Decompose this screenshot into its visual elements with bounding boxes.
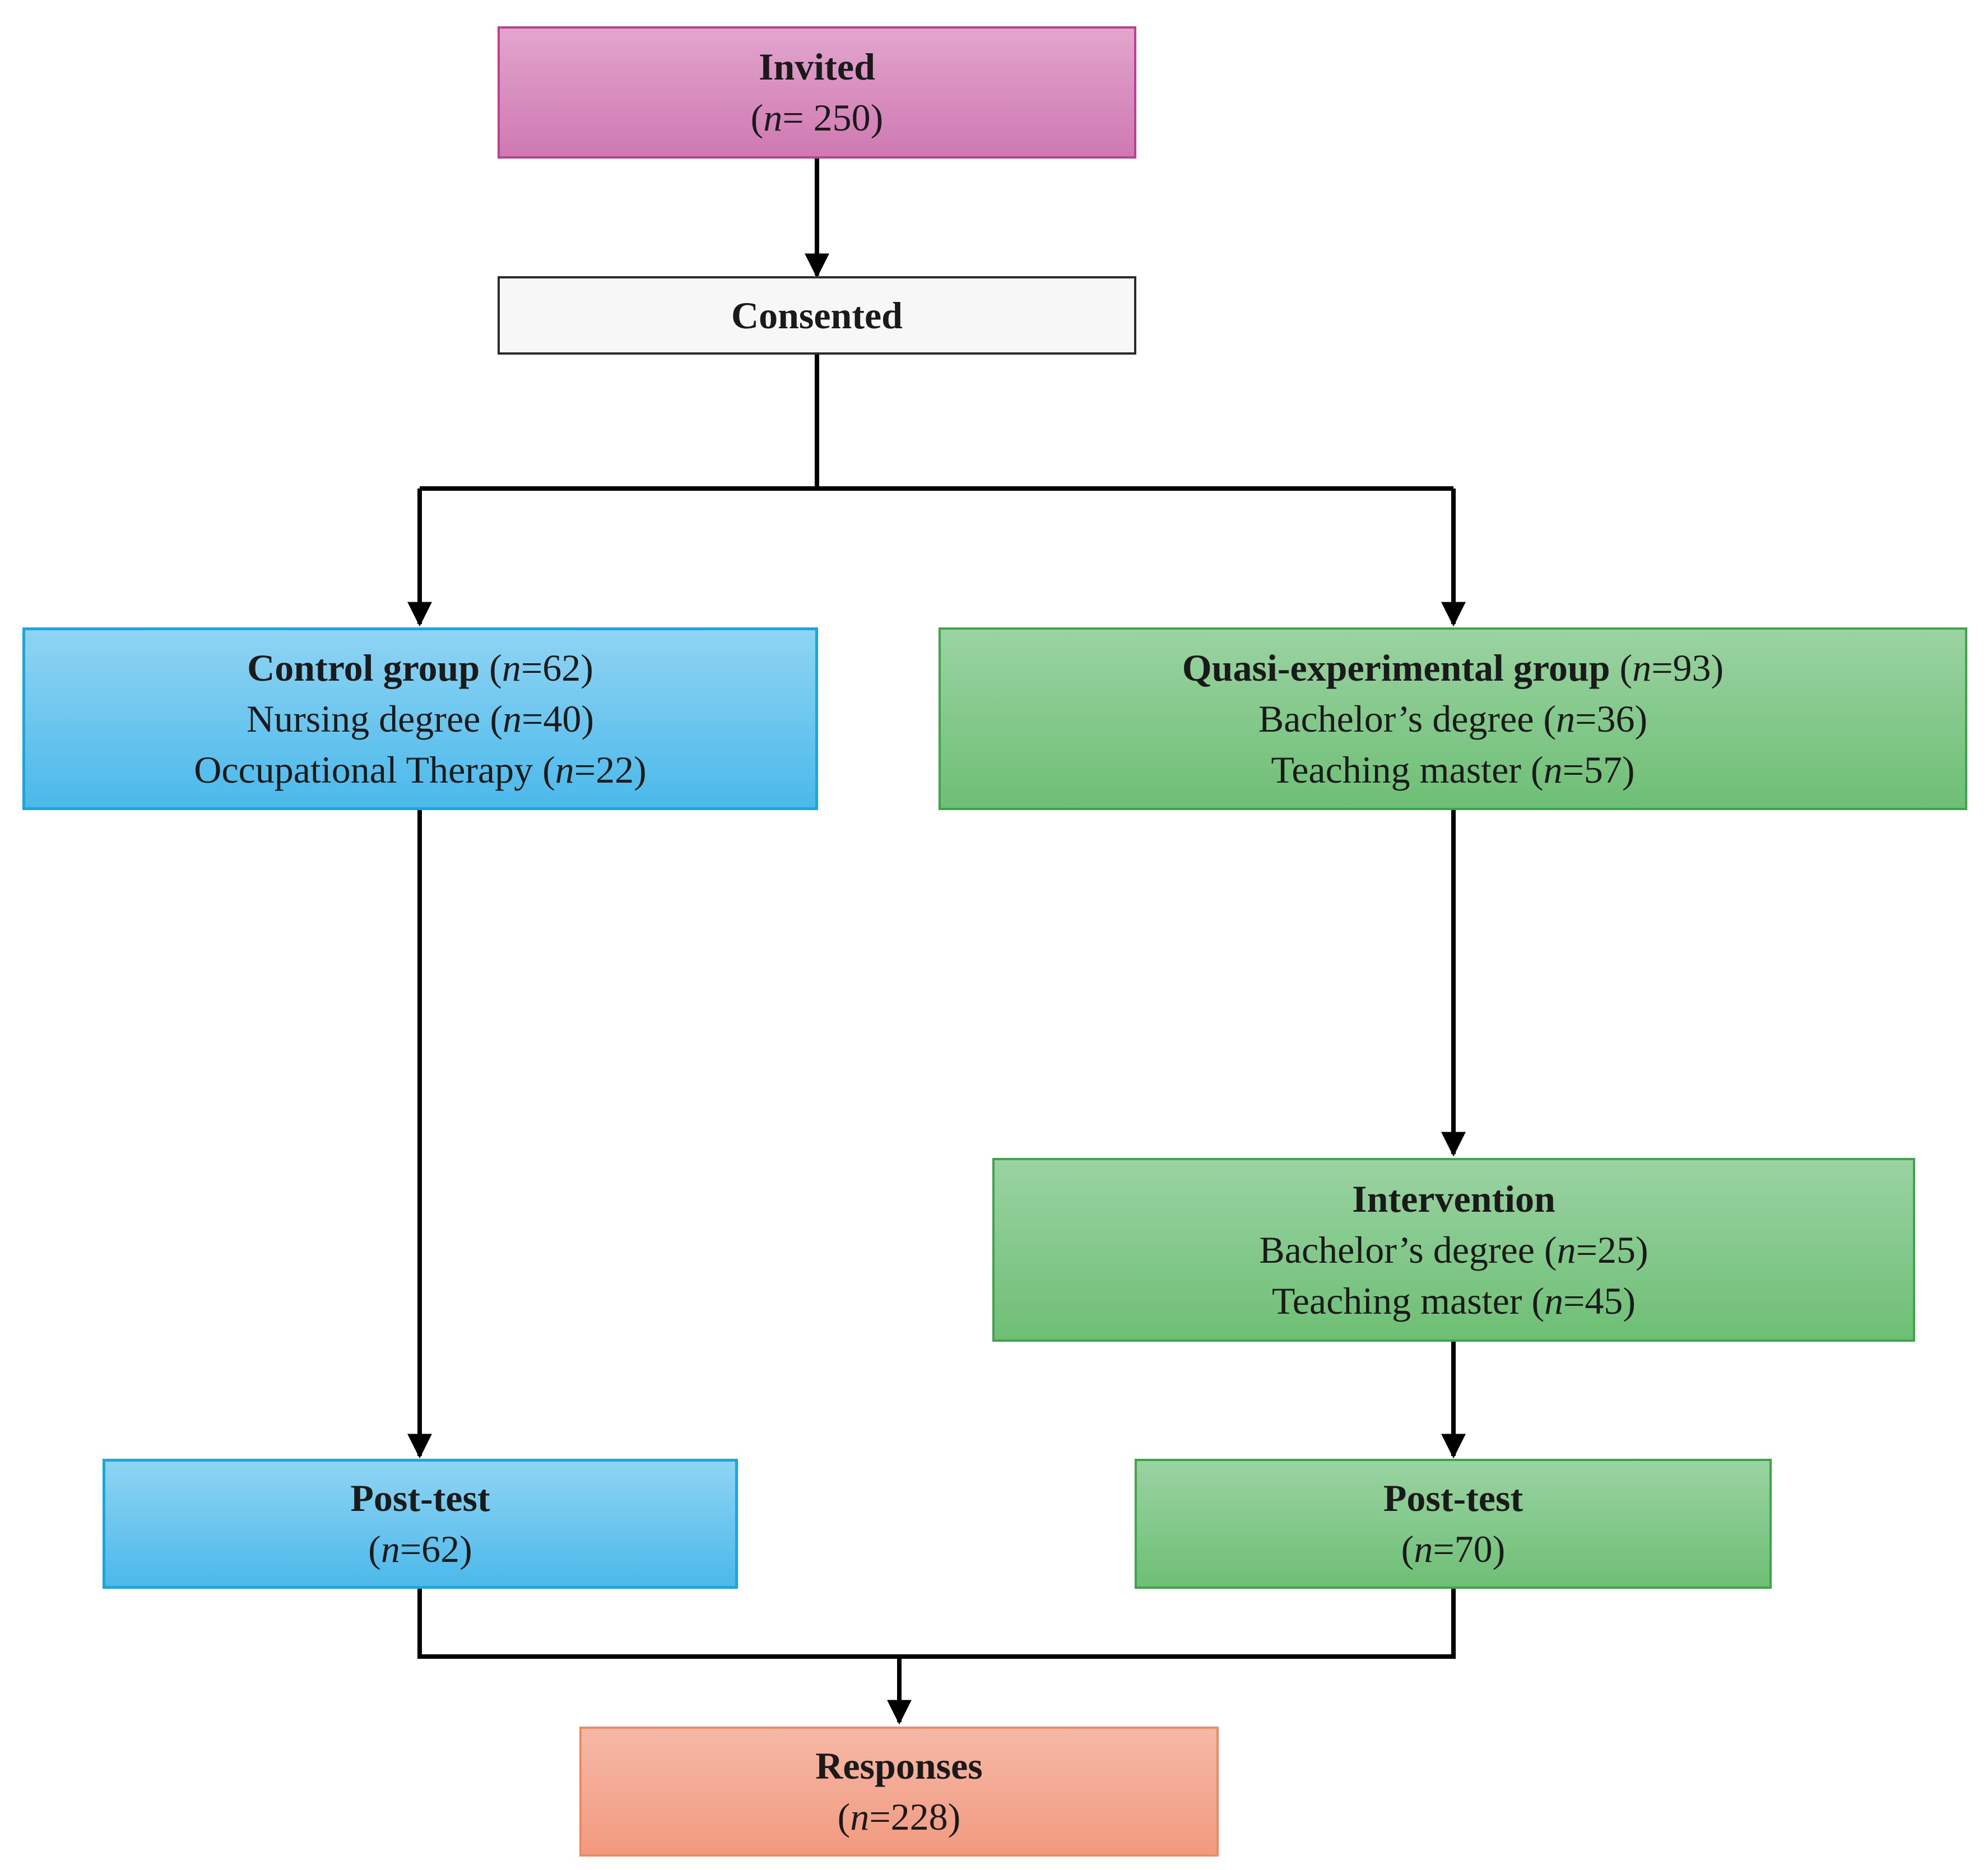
n-symbol: n [1543, 748, 1563, 791]
n-symbol: n [1632, 646, 1652, 689]
merge-line [417, 1589, 1456, 1659]
posttest-control-count-line: (n=62) [368, 1528, 472, 1570]
responses-title: Responses [815, 1745, 983, 1787]
control-group-box: Control group (n=62) Nursing degree (n=4… [22, 627, 818, 810]
responses-box: Responses (n=228) [579, 1727, 1219, 1857]
control-sub2-count: 22 [596, 748, 634, 791]
invited-count-line: (n= 250) [750, 96, 884, 139]
n-symbol: n [850, 1795, 870, 1838]
control-sub1-line: Nursing degree (n=40) [247, 697, 594, 740]
n-symbol: n [1556, 697, 1576, 740]
posttest-quasi-box: Post-test (n=70) [1135, 1459, 1772, 1589]
responses-count: 228 [890, 1795, 948, 1838]
control-title: Control group [247, 646, 480, 689]
quasi-sub1-count: 36 [1596, 697, 1635, 740]
posttest-quasi-title-line: Post-test [1383, 1473, 1523, 1524]
consented-box: Consented [498, 276, 1136, 355]
n-symbol: n [502, 697, 522, 740]
quasi-sub2-line: Teaching master (n=57) [1271, 748, 1635, 791]
posttest-quasi-count: 70 [1454, 1528, 1493, 1570]
intervention-sub2-label: Teaching master [1271, 1279, 1522, 1322]
quasi-count: 93 [1673, 646, 1711, 689]
control-sub2-line: Occupational Therapy (n=22) [194, 748, 647, 791]
control-sub2-label: Occupational Therapy [194, 748, 533, 791]
control-title-line: Control group (n=62) [247, 646, 593, 689]
intervention-sub2-count: 45 [1585, 1279, 1623, 1322]
control-sub1-label: Nursing degree [247, 697, 481, 740]
branch-line [420, 354, 1453, 491]
intervention-sub1-label: Bachelor’s degree [1259, 1228, 1535, 1271]
posttest-quasi-count-line: (n=70) [1401, 1528, 1506, 1570]
quasi-title: Quasi-experimental group [1182, 646, 1610, 689]
n-symbol: n [1544, 1279, 1564, 1322]
intervention-box: Intervention Bachelor’s degree (n=25) Te… [992, 1158, 1915, 1342]
responses-count-line: (n=228) [837, 1795, 961, 1838]
posttest-control-title-line: Post-test [350, 1473, 490, 1524]
posttest-control-title: Post-test [350, 1477, 490, 1519]
invited-count: 250 [813, 96, 871, 139]
posttest-control-count: 62 [421, 1528, 460, 1570]
quasi-sub2-count: 57 [1583, 748, 1622, 791]
intervention-title-line: Intervention [1352, 1174, 1555, 1225]
intervention-sub2-line: Teaching master (n=45) [1271, 1279, 1636, 1322]
n-symbol: n [501, 646, 521, 689]
quasi-title-line: Quasi-experimental group (n=93) [1182, 646, 1724, 689]
n-symbol: n [1557, 1228, 1576, 1271]
n-symbol: n [380, 1528, 400, 1570]
n-symbol: n [763, 96, 783, 139]
intervention-title: Intervention [1352, 1177, 1555, 1220]
responses-title-line: Responses [815, 1741, 983, 1792]
quasi-sub1-line: Bachelor’s degree (n=36) [1258, 697, 1648, 740]
consented-title: Consented [731, 294, 903, 337]
control-count: 62 [542, 646, 581, 689]
consented-title-line: Consented [731, 290, 903, 341]
n-symbol: n [1414, 1528, 1433, 1570]
posttest-quasi-title: Post-test [1383, 1477, 1523, 1519]
quasi-sub2-label: Teaching master [1271, 748, 1521, 791]
intervention-sub1-count: 25 [1597, 1228, 1636, 1271]
control-sub1-count: 40 [543, 697, 582, 740]
invited-title: Invited [759, 45, 875, 88]
posttest-control-box: Post-test (n=62) [103, 1459, 738, 1589]
intervention-sub1-line: Bachelor’s degree (n=25) [1259, 1228, 1648, 1271]
invited-title-line: Invited [759, 41, 875, 92]
quasi-group-box: Quasi-experimental group (n=93) Bachelor… [939, 627, 1967, 810]
quasi-sub1-label: Bachelor’s degree [1258, 697, 1534, 740]
invited-box: Invited (n= 250) [498, 26, 1136, 159]
n-symbol: n [555, 748, 574, 791]
